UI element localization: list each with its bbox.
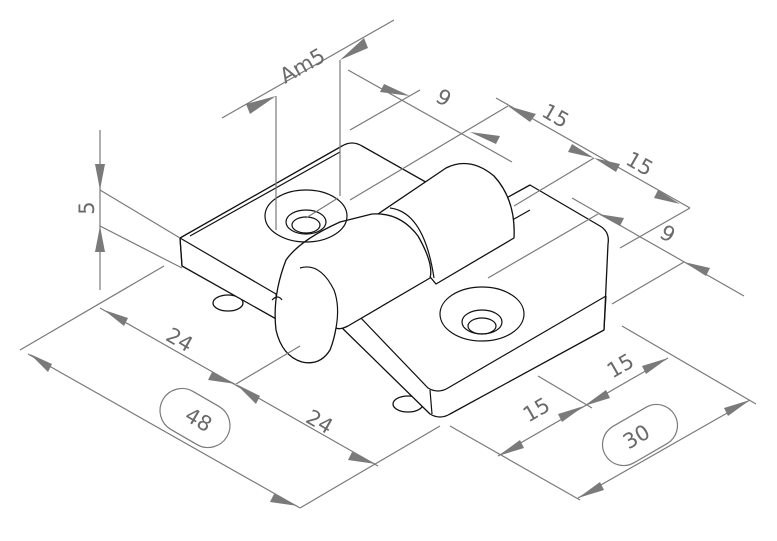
right-half-a-label: 15 xyxy=(519,393,554,427)
thickness-dimension xyxy=(95,130,183,290)
lower-half-b-label: 24 xyxy=(302,405,337,439)
length-dimension xyxy=(19,265,441,509)
hinge-knuckle xyxy=(271,162,515,364)
top-span-b-label: 15 xyxy=(622,147,657,181)
dimension-lines: Am5 9 15 15 9 5 24 24 48 15 15 30 xyxy=(19,19,757,509)
hole-callout-label: Am5 xyxy=(276,43,330,88)
left-foot xyxy=(212,294,244,312)
width-dimension xyxy=(449,325,757,501)
top-hole-offset-dimension xyxy=(347,69,513,163)
top-span-a-label: 15 xyxy=(538,99,573,133)
right-hole-offset-dimension xyxy=(487,197,745,305)
thickness-label: 5 xyxy=(75,201,99,214)
hinge-part xyxy=(179,142,609,418)
lower-half-a-label: 24 xyxy=(162,323,197,357)
hole-callout-dimension xyxy=(221,19,395,230)
right-hole-offset-label: 9 xyxy=(656,220,680,247)
top-span-dimension xyxy=(349,97,691,249)
top-hole-offset-label: 9 xyxy=(432,84,456,111)
right-countersunk-hole xyxy=(439,286,525,342)
left-countersunk-hole xyxy=(264,189,348,243)
